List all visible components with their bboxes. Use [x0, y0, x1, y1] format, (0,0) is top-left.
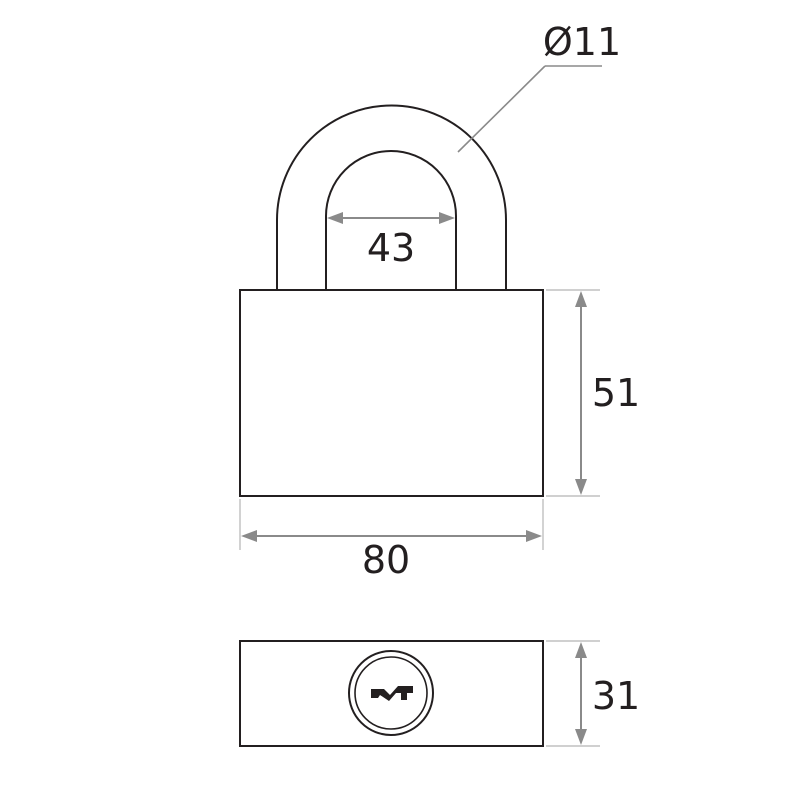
shackle-width-arrow-right: [439, 212, 455, 224]
shackle-diameter-annotation: Ø11: [457, 20, 621, 153]
body-width-arrow-right: [526, 530, 542, 542]
body-height-label: 51: [592, 371, 640, 415]
key-slot-icon: [371, 686, 413, 701]
shackle-outer-outline: [276, 104, 507, 290]
body-width-dimension: 80: [239, 499, 544, 582]
padlock-body-outline: [239, 289, 544, 497]
shackle-width-arrow-left: [327, 212, 343, 224]
body-height-arrow-bottom: [575, 479, 587, 495]
shackle-inner-outline: [325, 150, 457, 290]
padlock-bottom-view: [239, 640, 544, 747]
shackle-diameter-label: Ø11: [543, 20, 621, 64]
body-height-dimension: 51: [546, 289, 640, 497]
body-depth-label: 31: [592, 674, 640, 718]
body-height-arrow-top: [575, 291, 587, 307]
bottom-view-body-outline: [239, 640, 544, 747]
keyhole-outer-ring: [348, 650, 434, 736]
diameter-leader-line: [457, 65, 546, 153]
body-width-arrow-left: [241, 530, 257, 542]
shackle-width-label: 43: [367, 226, 415, 270]
keyhole-inner-ring: [354, 656, 428, 730]
body-depth-arrow-bottom: [575, 729, 587, 745]
shackle-width-dimension: 43: [327, 212, 455, 270]
body-depth-arrow-top: [575, 642, 587, 658]
body-depth-dimension: 31: [546, 640, 640, 747]
body-width-label: 80: [362, 538, 410, 582]
padlock-front-view: [239, 104, 544, 497]
